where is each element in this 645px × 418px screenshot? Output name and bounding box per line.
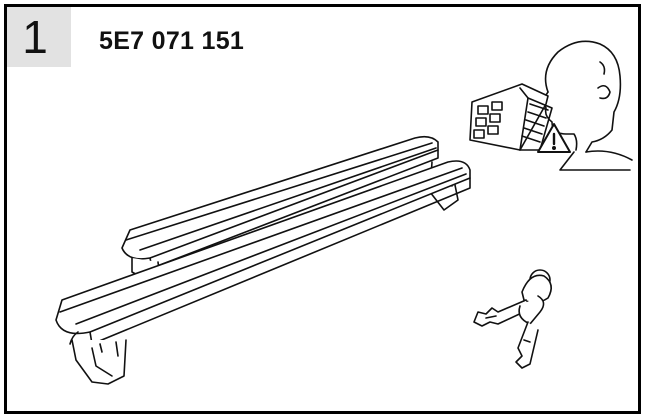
read-manual-icon [469, 40, 633, 171]
front-crossbar [55, 160, 471, 385]
step-number: 1 [22, 11, 48, 63]
warning-triangle-icon [537, 123, 571, 153]
roof-crossbars-illustration [55, 135, 471, 385]
keys-icon [473, 269, 552, 369]
manual-grid-icon [473, 101, 503, 139]
step-badge: 1 [7, 7, 71, 67]
part-number: 5E7 071 151 [99, 27, 245, 55]
